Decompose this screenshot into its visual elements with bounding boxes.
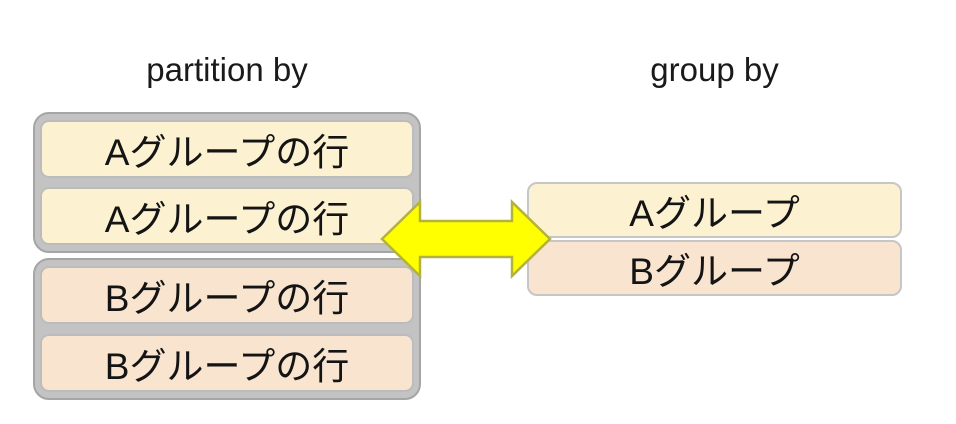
partition-row-b2: Bグループの行 <box>40 334 414 392</box>
partition-row-a2: Aグループの行 <box>40 187 414 245</box>
group-by-row-a: Aグループ <box>527 182 902 238</box>
partition-group-a-container: Aグループの行 Aグループの行 <box>33 112 421 253</box>
partition-row-a1: Aグループの行 <box>40 120 414 178</box>
partition-group-b-container: Bグループの行 Bグループの行 <box>33 258 421 400</box>
double-headed-arrow-icon <box>380 199 552 279</box>
partition-by-title: partition by <box>146 51 308 88</box>
partition-row-b1: Bグループの行 <box>40 266 414 324</box>
group-by-title: group by <box>650 51 779 88</box>
group-by-row-b: Bグループ <box>527 240 902 296</box>
double-headed-arrow-shape <box>380 199 552 279</box>
